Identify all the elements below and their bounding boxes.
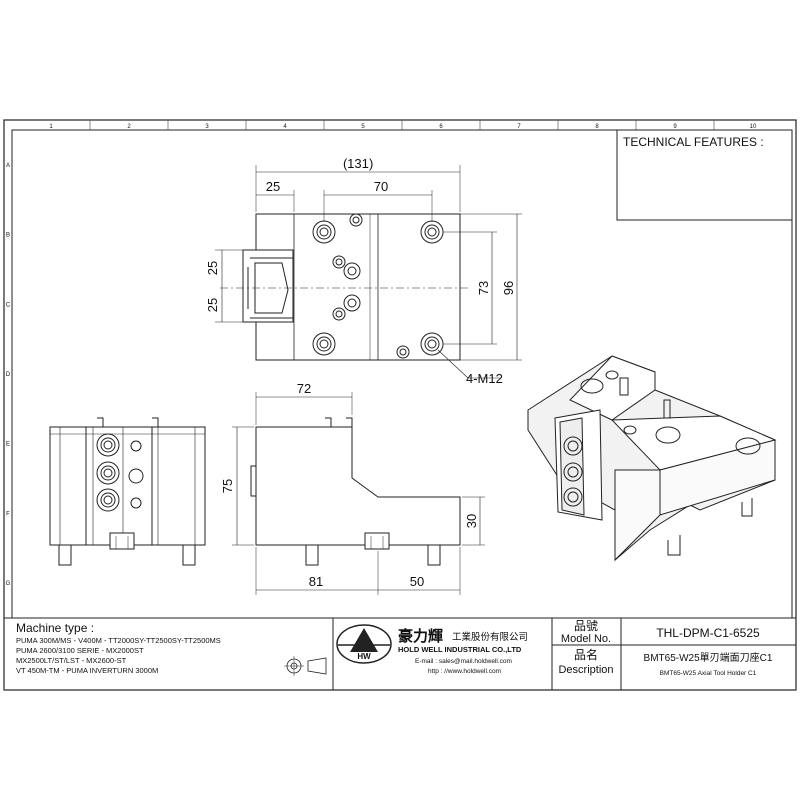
top-view	[215, 165, 522, 379]
title-block	[4, 617, 796, 690]
dimension-side-step: 30	[464, 514, 479, 528]
model-number: THL-DPM-C1-6525	[656, 626, 760, 640]
paren-open: (	[343, 156, 348, 171]
projection-symbol-icon	[284, 656, 327, 676]
row-zone-label: C	[6, 302, 11, 308]
row-zone-label: G	[6, 581, 11, 587]
column-zone-label: 9	[673, 124, 677, 130]
bolt-hole	[312, 332, 336, 356]
column-zone-label: 6	[439, 124, 443, 130]
row-zone-label: B	[6, 233, 10, 239]
dimension-side-width: 72	[297, 381, 311, 396]
column-zone-label: 1	[49, 124, 53, 130]
logo-letters: HW	[357, 652, 371, 661]
company-website[interactable]: http : //www.holdwell.com	[428, 668, 501, 675]
column-zone-label: 3	[205, 124, 209, 130]
company-name-en: HOLD WELL INDUSTRIAL CO.,LTD	[398, 645, 522, 654]
dimension-left-upper: 25	[205, 261, 220, 275]
sheet-border	[3, 119, 797, 691]
row-zone-label: E	[6, 442, 10, 448]
row-zone-label: F	[6, 511, 10, 517]
dimension-top-center: 70	[374, 179, 388, 194]
side-view	[232, 392, 485, 595]
machine-type-title: Machine type :	[16, 621, 94, 635]
company-email[interactable]: E-mail : sales@mail.holdwell.com	[415, 658, 512, 665]
column-zone-label: 10	[750, 124, 757, 130]
column-zone-label: 5	[361, 124, 365, 130]
machine-type-line: VT 450M-TM - PUMA INVERTURN 3000M	[16, 666, 158, 675]
dimension-top-overall: 131	[347, 156, 369, 171]
column-zone-label: 4	[283, 124, 287, 130]
dimension-top-left: 25	[266, 179, 280, 194]
row-zone-label: A	[6, 163, 10, 169]
company-logo-icon: HW	[336, 624, 392, 664]
description-label-cn: 品名	[574, 647, 598, 662]
paren-close: )	[369, 156, 373, 171]
dimension-side-height: 75	[220, 479, 235, 493]
technical-features-title: TECHNICAL FEATURES :	[623, 135, 764, 149]
machine-type-line: PUMA 2600/3100 SERIE - MX2000ST	[16, 646, 144, 655]
column-zone-label: 2	[127, 124, 131, 130]
bolt-hole	[312, 220, 336, 244]
model-label-en: Model No.	[561, 633, 611, 645]
isometric-view	[527, 355, 777, 562]
description-value-en: BMT65-W25 Axial Tool Holder C1	[660, 670, 757, 677]
technical-features-box	[616, 129, 793, 221]
column-zone-label: 8	[595, 124, 599, 130]
column-zone-label: 7	[517, 124, 521, 130]
description-value-cn: BMT65-W25單刃端面刀座C1	[644, 651, 773, 664]
row-zone-labels: A B C D E F G	[6, 163, 11, 587]
dimension-thread: 4-M12	[466, 371, 503, 386]
front-view	[49, 417, 206, 566]
machine-type-line: MX2500LT/ST/LST - MX2600-ST	[16, 656, 127, 665]
dimension-bottom-left: 81	[309, 574, 323, 589]
machine-type-line: PUMA 300M/MS - V400M - TT2000SY-TT2500SY…	[16, 636, 221, 645]
description-label-en: Description	[558, 664, 613, 676]
company-name-cn: 豪力輝	[398, 627, 443, 645]
dimension-bottom-right: 50	[410, 574, 424, 589]
column-zone-labels: 1 2 3 4 5 6 7 8 9 10	[49, 120, 757, 130]
row-zone-label: D	[6, 372, 11, 378]
company-name-cn-suffix: 工業股份有限公司	[452, 631, 528, 643]
dimension-right-outer: 96	[501, 281, 516, 295]
dimension-right-inner: 73	[476, 281, 491, 295]
model-label-cn: 品號	[574, 619, 598, 633]
dimension-left-lower: 25	[205, 298, 220, 312]
